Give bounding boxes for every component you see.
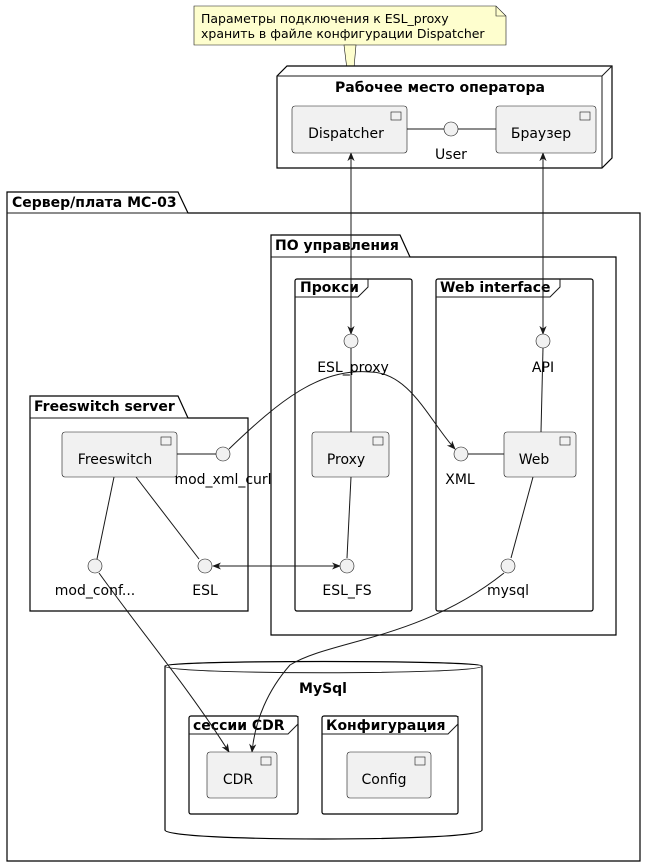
user-label: User: [435, 147, 467, 163]
link-freeswitch-mod-conf: [96, 476, 115, 560]
freeswitch-label: Freeswitch: [78, 452, 152, 468]
config-label: Config: [362, 772, 407, 788]
operator-node-title: Рабочее место оператора: [335, 80, 545, 96]
esl-proxy-label: ESL_proxy: [317, 360, 389, 376]
freeswitch-component[interactable]: Freeswitch: [61, 431, 178, 478]
arrow-mod-xml-curl-xml: [228, 371, 456, 450]
po-package-title: ПО управления: [275, 238, 399, 254]
component-icon: [260, 756, 272, 766]
arrow-mysql-cdr: [249, 572, 505, 753]
component-icon: [372, 436, 384, 446]
cdr-frame-title: сессии CDR: [193, 718, 285, 734]
mysql-interface[interactable]: mysql: [487, 558, 529, 599]
config-component[interactable]: Config: [346, 751, 432, 799]
web-frame-title: Web interface: [440, 280, 551, 296]
connections: [96, 128, 547, 753]
link-proxy-esl-fs: [346, 476, 352, 559]
link-web-mysql: [510, 476, 534, 559]
mysql-label: mysql: [487, 583, 529, 599]
component-icon: [559, 436, 571, 446]
proxy-frame-title: Прокси: [300, 280, 359, 296]
link-api-web: [540, 347, 544, 433]
note-line-2: хранить в файле конфигурации Dispatcher: [201, 26, 485, 41]
component-icon: [390, 111, 402, 121]
config-frame-title: Конфигурация: [326, 718, 446, 734]
proxy-label: Proxy: [327, 452, 365, 468]
freeswitch-package-title: Freeswitch server: [34, 399, 175, 415]
arrow-mod-conf-cdr: [98, 572, 230, 753]
cdr-label: CDR: [223, 772, 254, 788]
server-package-title: Сервер/плата МС-03: [12, 195, 177, 211]
browser-label: Браузер: [511, 126, 571, 142]
link-freeswitch-esl: [135, 476, 200, 560]
component-icon: [160, 436, 172, 446]
note: Параметры подключения к ESL_proxy хранит…: [193, 5, 507, 46]
esl-fs-interface[interactable]: ESL_FS: [322, 558, 372, 599]
mod-xml-curl-interface[interactable]: mod_xml_curl: [174, 446, 272, 488]
api-label: API: [532, 360, 554, 376]
user-interface[interactable]: User: [435, 121, 467, 163]
esl-fs-label: ESL_FS: [322, 583, 371, 599]
xml-interface[interactable]: XML: [445, 446, 475, 488]
esl-proxy-interface[interactable]: ESL_proxy: [317, 333, 389, 376]
web-component[interactable]: Web: [503, 431, 577, 478]
mod-conf-label: mod_conf...: [55, 583, 136, 599]
xml-label: XML: [445, 472, 475, 488]
web-label: Web: [519, 452, 550, 468]
component-icon: [414, 756, 426, 766]
esl-interface[interactable]: ESL: [192, 558, 218, 599]
note-line-1: Параметры подключения к ESL_proxy: [201, 11, 449, 26]
component-icon: [579, 111, 591, 121]
dispatcher-label: Dispatcher: [308, 126, 384, 142]
browser-component[interactable]: Браузер: [495, 105, 597, 154]
mysql-database-title: MySql: [299, 681, 347, 697]
api-interface[interactable]: API: [532, 333, 554, 376]
cdr-component[interactable]: CDR: [206, 751, 278, 799]
dispatcher-component[interactable]: Dispatcher: [291, 105, 408, 154]
proxy-component[interactable]: Proxy: [311, 431, 390, 478]
freeswitch-package: Freeswitch server: [29, 395, 249, 612]
mod-conf-interface[interactable]: mod_conf...: [55, 558, 136, 599]
esl-label: ESL: [192, 583, 218, 599]
mod-xml-curl-label: mod_xml_curl: [174, 472, 271, 488]
